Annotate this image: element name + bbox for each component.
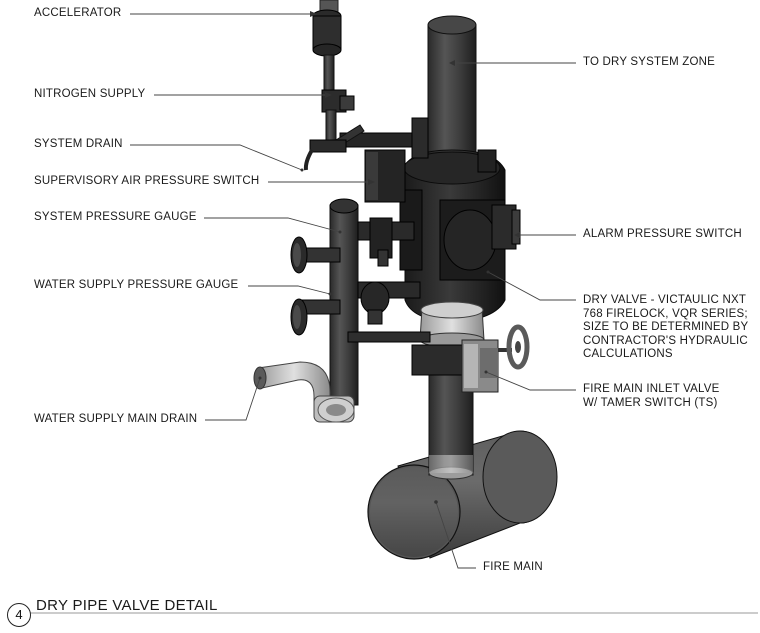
accelerator-trim: [303, 0, 429, 171]
callout-inlet-valve: FIRE MAIN INLET VALVE W/ TAMER SWITCH (T…: [583, 383, 720, 409]
leader-fire-main: [435, 501, 476, 569]
leader-lines: [130, 13, 576, 569]
callout-nitrogen-supply: NITROGEN SUPPLY: [34, 88, 146, 100]
inlet-valve-assembly: [411, 324, 530, 393]
callout-dry-valve: DRY VALVE - VICTAULIC NXT 768 FIRELOCK, …: [583, 294, 749, 360]
water-supply-pressure-gauge: [290, 298, 341, 336]
leader-water-gauge: [248, 285, 331, 295]
callout-alarm-switch: ALARM PRESSURE SWITCH: [583, 228, 742, 240]
dry-valve-body: [399, 149, 506, 323]
detail-title: DRY PIPE VALVE DETAIL: [36, 597, 218, 614]
supervisory-switch-housing: [339, 132, 421, 203]
leader-dry-valve: [487, 271, 576, 301]
callout-fire-main: FIRE MAIN: [483, 561, 543, 573]
callout-system-gauge: SYSTEM PRESSURE GAUGE: [34, 211, 197, 223]
leader-system-gauge: [204, 217, 341, 233]
callout-supervisory-switch: SUPERVISORY AIR PRESSURE SWITCH: [34, 175, 260, 187]
leader-drain: [130, 144, 303, 171]
system-pressure-gauge: [290, 236, 341, 274]
main-drain-elbow: [253, 361, 355, 423]
leader-inlet-valve: [485, 371, 576, 391]
callout-to-dry-zone: TO DRY SYSTEM ZONE: [583, 56, 716, 68]
callout-system-drain: SYSTEM DRAIN: [34, 138, 123, 150]
detail-number-badge: 4: [7, 603, 31, 627]
alarm-pressure-switch: [491, 204, 521, 250]
leader-main-drain: [205, 377, 261, 421]
callout-accelerator: ACCELERATOR: [34, 7, 122, 19]
leader-arrowheads: [258, 11, 520, 504]
callout-water-gauge: WATER SUPPLY PRESSURE GAUGE: [34, 279, 239, 291]
callout-main-drain: WATER SUPPLY MAIN DRAIN: [34, 413, 198, 425]
valve-coupling: [419, 301, 485, 348]
